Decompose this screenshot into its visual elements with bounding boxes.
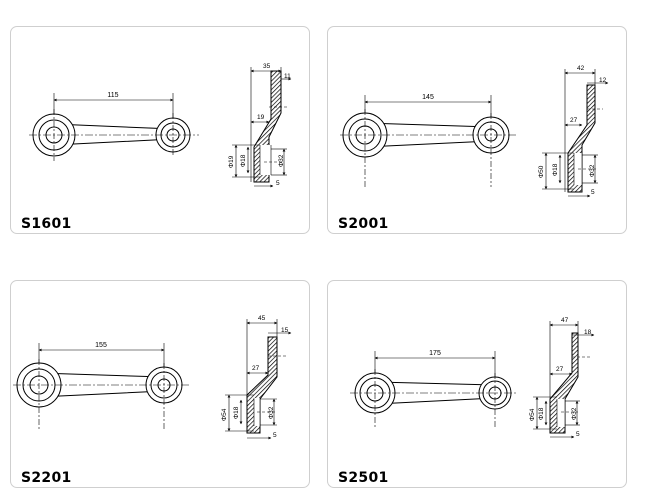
top-width-label: 35 xyxy=(263,63,271,70)
product-code: S2501 xyxy=(338,470,389,486)
product-code: S2201 xyxy=(21,470,72,486)
arm-plan-view xyxy=(13,343,191,431)
length-label: 145 xyxy=(422,94,434,101)
arm-plan-view xyxy=(29,93,199,161)
right-dia-label: Φ32 xyxy=(268,406,275,419)
bottom-label: 5 xyxy=(576,431,580,438)
offset-label: 19 xyxy=(257,114,265,121)
top-right-label: 18 xyxy=(584,329,592,336)
bottom-label: 5 xyxy=(591,189,595,196)
top-right-label: 11 xyxy=(284,73,291,80)
arm-plan-view xyxy=(340,95,518,187)
right-dia-label: Φ32 xyxy=(571,407,578,420)
top-width-label: 45 xyxy=(258,315,266,322)
right-dia-label: Φ32 xyxy=(278,154,285,167)
offset-label: 27 xyxy=(556,366,564,373)
outer-dia-label: Φ19 xyxy=(228,155,235,168)
bore-dia-label: Φ18 xyxy=(538,407,545,420)
outer-dia-label: Φ54 xyxy=(221,408,228,421)
length-label: 175 xyxy=(429,350,441,357)
top-width-label: 42 xyxy=(577,65,585,72)
arm-side-view xyxy=(533,321,595,439)
drawing: 145 42 12 27 Φ50 Φ18 Φ32 5 xyxy=(340,65,609,198)
top-right-label: 15 xyxy=(281,327,289,334)
product-code: S2001 xyxy=(338,216,389,232)
arm-side-view xyxy=(225,319,292,440)
arm-side-view xyxy=(542,69,609,198)
product-panel-s2001: 145 42 12 27 Φ50 Φ18 Φ32 5 xyxy=(327,26,627,234)
arm-side-view xyxy=(232,67,292,188)
bore-dia-label: Φ18 xyxy=(552,163,559,176)
offset-label: 27 xyxy=(252,365,260,372)
outer-dia-label: Φ54 xyxy=(529,408,536,421)
drawing: 175 47 18 27 Φ54 Φ18 Φ32 5 xyxy=(350,317,595,439)
arm-plan-view xyxy=(350,351,518,429)
outer-dia-label: Φ50 xyxy=(538,165,545,178)
product-panel-s1601: 115 35 11 19 Φ19 Φ18 Φ32 xyxy=(10,26,310,234)
length-label: 115 xyxy=(107,92,118,99)
product-panel-s2501: 175 47 18 27 Φ54 Φ18 Φ32 5 xyxy=(327,280,627,488)
bottom-label: 5 xyxy=(276,180,280,187)
bore-dia-label: Φ18 xyxy=(233,406,240,419)
bore-dia-label: Φ18 xyxy=(240,154,247,167)
offset-label: 27 xyxy=(570,117,578,124)
drawing: 115 35 11 19 Φ19 Φ18 Φ32 xyxy=(29,63,292,188)
bottom-label: 5 xyxy=(273,432,277,439)
right-dia-label: Φ32 xyxy=(589,164,596,177)
top-width-label: 47 xyxy=(561,317,569,324)
length-label: 155 xyxy=(95,342,107,349)
product-code: S1601 xyxy=(21,216,72,232)
drawing: 155 45 15 27 Φ54 Φ18 Φ32 5 xyxy=(13,315,292,440)
product-panel-s2201: 155 45 15 27 Φ54 Φ18 Φ32 5 xyxy=(10,280,310,488)
top-right-label: 12 xyxy=(599,77,607,84)
